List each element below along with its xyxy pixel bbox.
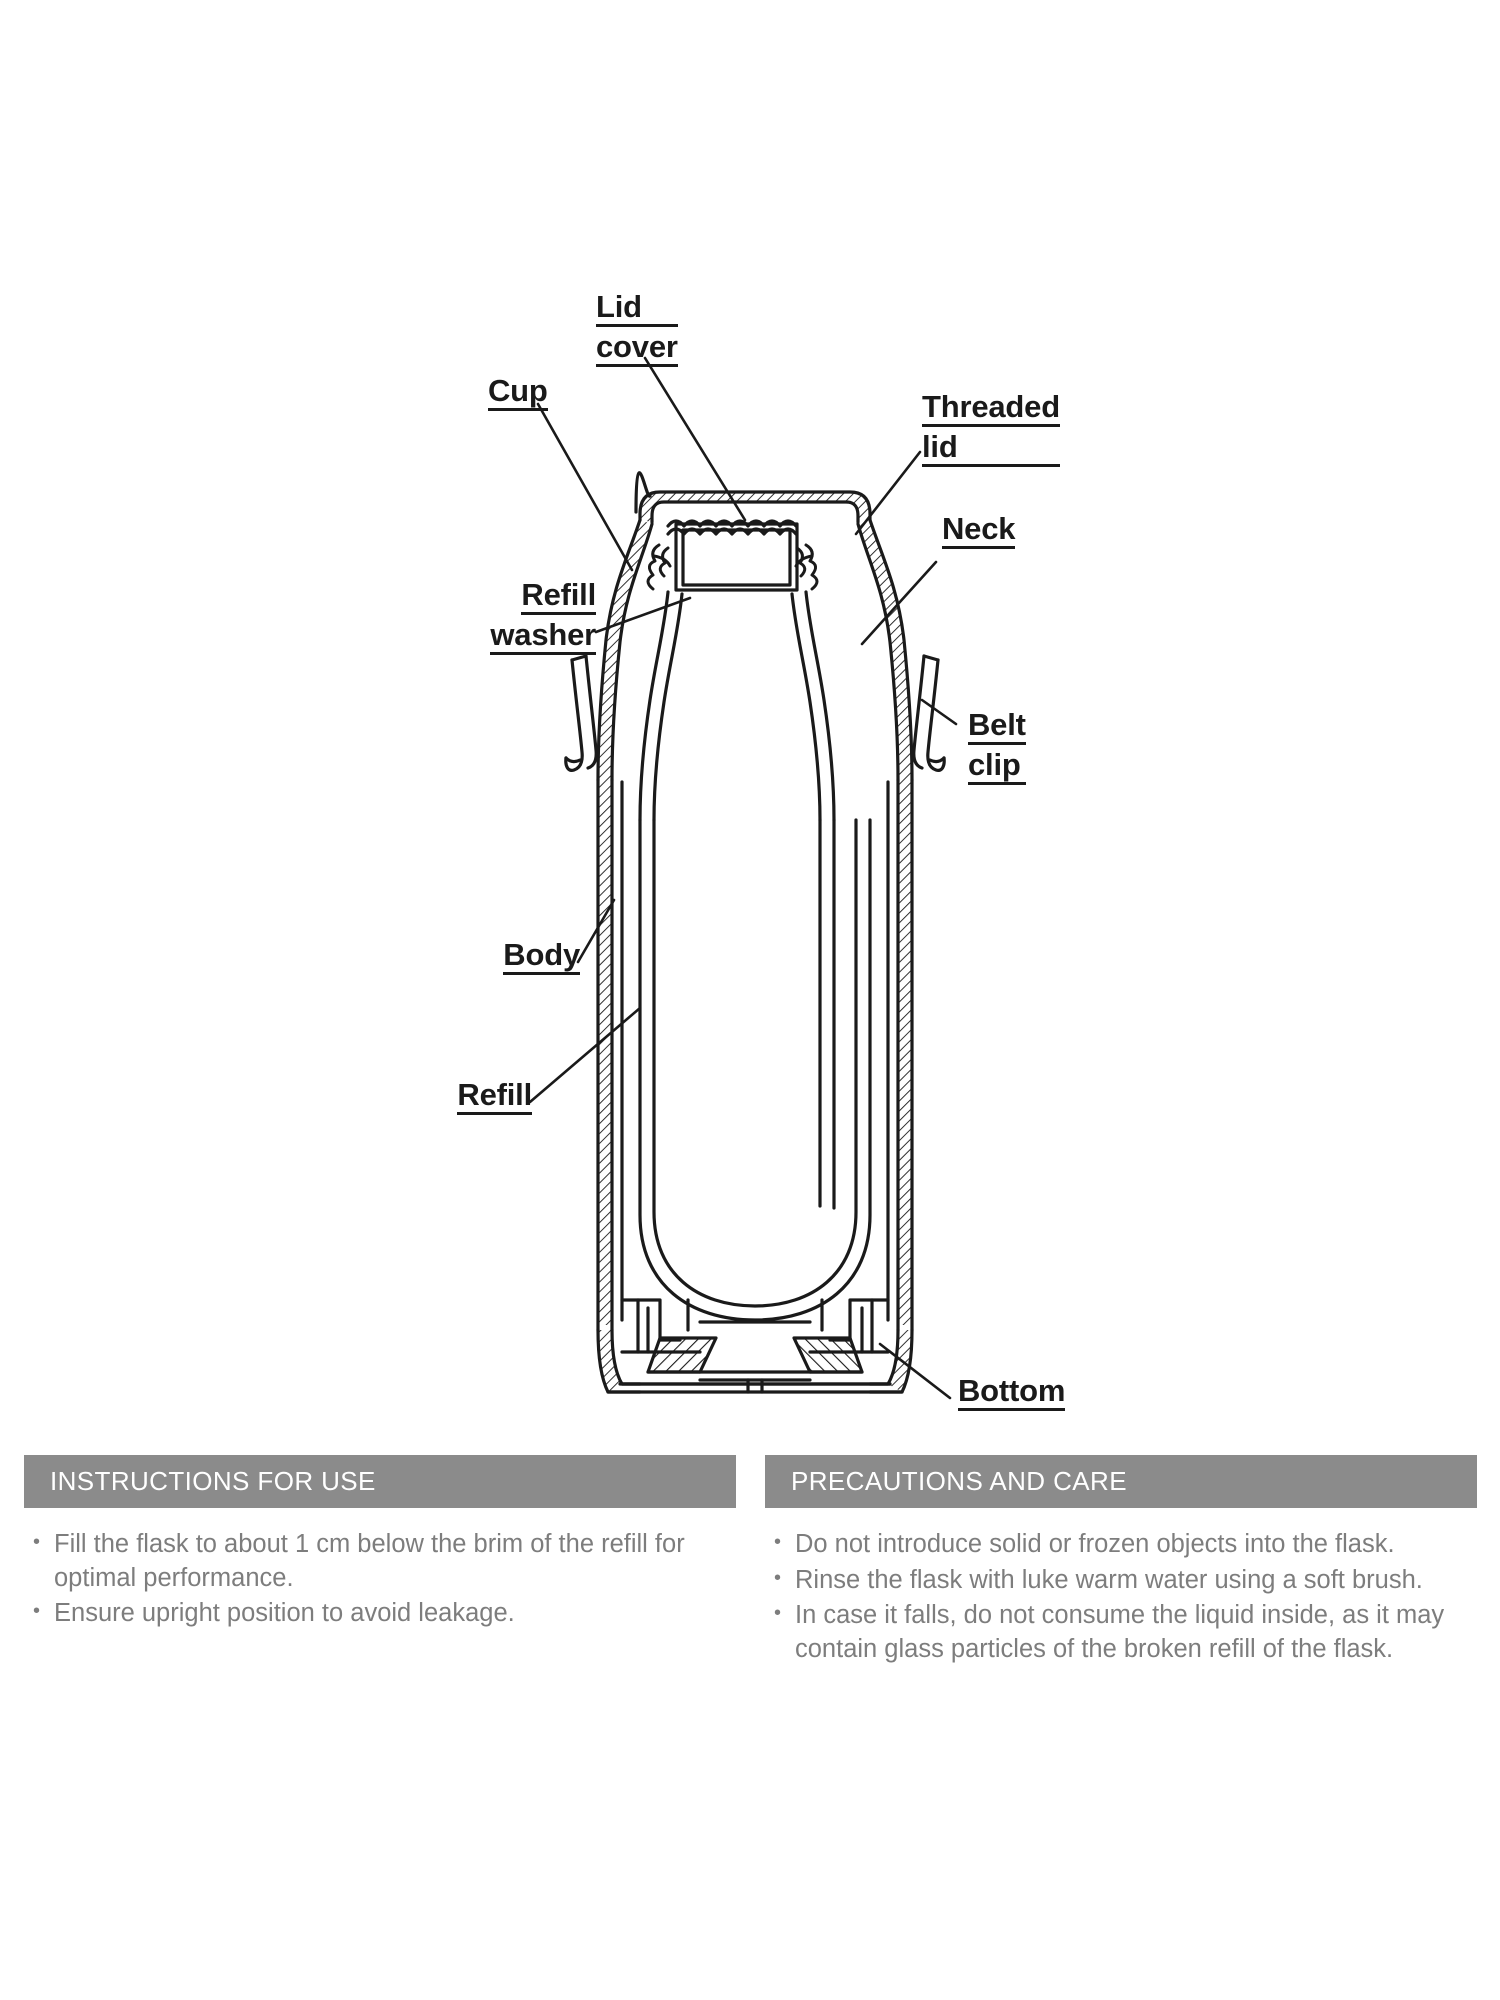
flask-diagram: Lid cover Cup Threaded lid Neck Refill w… bbox=[410, 290, 1065, 1414]
callout-refill: Refill bbox=[410, 1078, 532, 1118]
list-item: Do not introduce solid or frozen objects… bbox=[765, 1528, 1477, 1562]
callout-belt-clip-line2: clip bbox=[968, 748, 1026, 786]
callout-body-line1: Body bbox=[503, 938, 580, 976]
precautions-panel: PRECAUTIONS AND CARE Do not introduce so… bbox=[765, 1455, 1477, 1669]
callout-refill-washer-line1: Refill bbox=[521, 578, 596, 616]
callout-neck: Neck bbox=[942, 512, 1016, 552]
callout-threaded-lid-line1: Threaded bbox=[922, 390, 1060, 428]
callout-refill-washer: Refill washer bbox=[452, 578, 596, 658]
info-panels: INSTRUCTIONS FOR USE Fill the flask to a… bbox=[0, 1455, 1500, 1875]
callout-lid-cover-line1: Lid bbox=[596, 290, 678, 328]
callout-cup: Cup bbox=[488, 374, 548, 414]
callout-lid-cover: Lid cover bbox=[596, 290, 678, 370]
instructions-panel: INSTRUCTIONS FOR USE Fill the flask to a… bbox=[24, 1455, 736, 1633]
instructions-panel-title: INSTRUCTIONS FOR USE bbox=[50, 1466, 376, 1496]
list-item: Rinse the flask with luke warm water usi… bbox=[765, 1564, 1477, 1598]
callout-body: Body bbox=[456, 938, 580, 978]
callout-threaded-lid-line2: lid bbox=[922, 430, 1060, 468]
instructions-list: Fill the flask to about 1 cm below the b… bbox=[24, 1508, 736, 1631]
instructions-panel-header: INSTRUCTIONS FOR USE bbox=[24, 1455, 736, 1508]
precautions-list: Do not introduce solid or frozen objects… bbox=[765, 1508, 1477, 1667]
callout-refill-washer-line2: washer bbox=[490, 618, 596, 656]
callout-neck-line1: Neck bbox=[942, 512, 1016, 550]
callout-refill-line1: Refill bbox=[457, 1078, 532, 1116]
precautions-panel-title: PRECAUTIONS AND CARE bbox=[791, 1466, 1127, 1496]
callout-threaded-lid: Threaded lid bbox=[922, 390, 1060, 470]
callout-cup-line1: Cup bbox=[488, 374, 548, 412]
flask-cross-section-drawing bbox=[528, 356, 958, 1400]
list-item: Fill the flask to about 1 cm below the b… bbox=[24, 1528, 736, 1595]
callout-lid-cover-line2: cover bbox=[596, 330, 678, 368]
list-item: In case it falls, do not consume the liq… bbox=[765, 1599, 1477, 1666]
callout-bottom-line1: Bottom bbox=[958, 1374, 1065, 1412]
callout-belt-clip-line1: Belt bbox=[968, 708, 1026, 746]
precautions-panel-header: PRECAUTIONS AND CARE bbox=[765, 1455, 1477, 1508]
callout-belt-clip: Belt clip bbox=[968, 708, 1026, 788]
list-item: Ensure upright position to avoid leakage… bbox=[24, 1597, 736, 1631]
callout-bottom: Bottom bbox=[958, 1374, 1065, 1414]
